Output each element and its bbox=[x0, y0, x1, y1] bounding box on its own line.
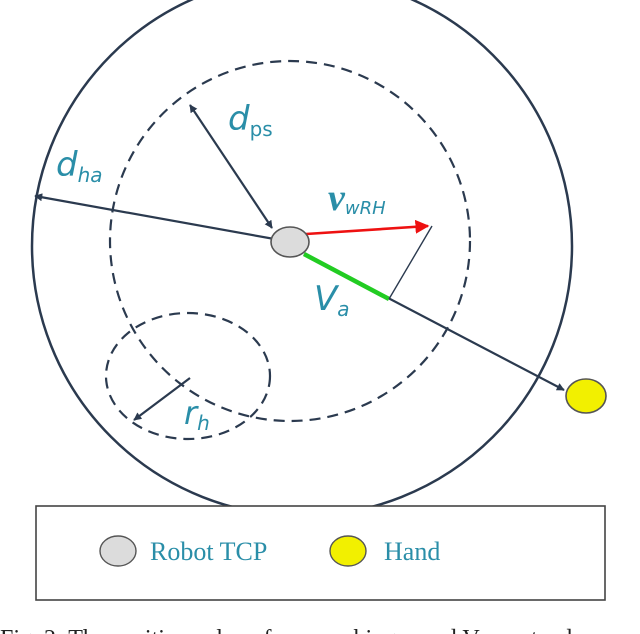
d-ps-arrow bbox=[189, 104, 273, 229]
legend-tcp-swatch bbox=[99, 535, 137, 567]
legend-hand-label: Hand bbox=[384, 537, 440, 566]
robot-tcp-marker bbox=[270, 226, 310, 258]
label-v-wrh: vwRH bbox=[328, 177, 386, 219]
label-r-h: rh bbox=[184, 394, 210, 435]
legend: Robot TCP Hand bbox=[35, 505, 606, 601]
label-d-ha: dha bbox=[56, 145, 103, 187]
outer-circle bbox=[30, 0, 574, 518]
label-v-a: Va bbox=[314, 279, 350, 321]
hand-marker bbox=[565, 378, 607, 414]
label-d-ps: dps bbox=[228, 99, 273, 141]
legend-tcp-label: Robot TCP bbox=[150, 537, 267, 566]
legend-hand-swatch bbox=[329, 535, 367, 567]
figure-caption: Fig. 2: The positive value of approachin… bbox=[0, 626, 640, 634]
dashed-hand-ellipse bbox=[104, 311, 272, 441]
d-ha-arrow bbox=[34, 193, 281, 243]
approach-speed-segment bbox=[302, 252, 391, 301]
r-h-arrow bbox=[133, 377, 191, 421]
projection-line bbox=[388, 225, 433, 300]
velocity-vector bbox=[305, 219, 430, 236]
